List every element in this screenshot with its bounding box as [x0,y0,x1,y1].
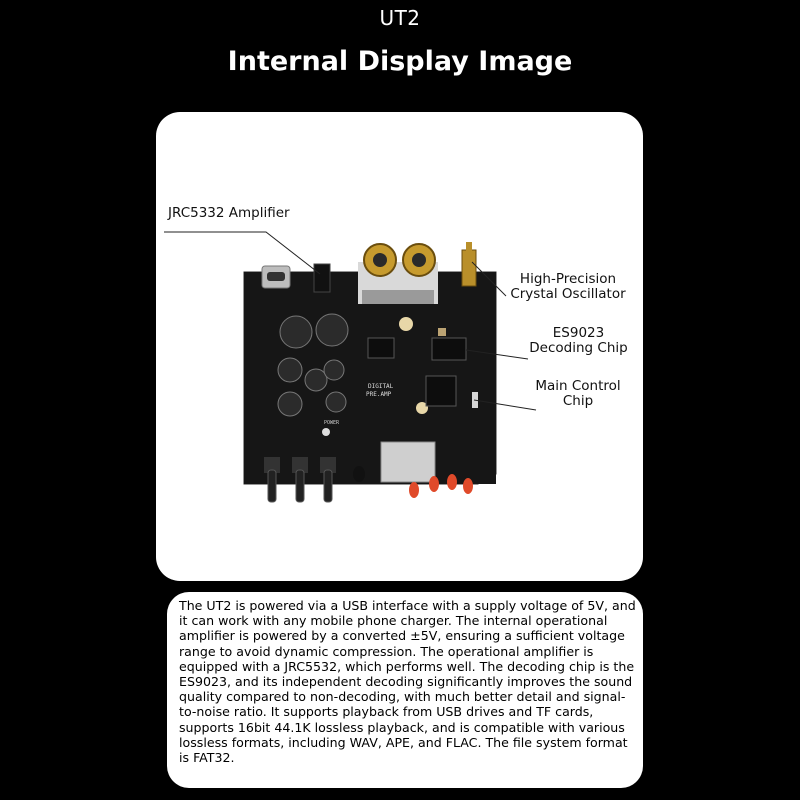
callout-decoder-line2: Decoding Chip [529,340,628,356]
silkscreen-preamp: PRE.AMP [366,391,392,398]
callout-decoder: ES9023 Decoding Chip [526,326,631,356]
silkscreen-digital: DIGITAL [368,383,394,390]
callout-oscillator: High-Precision Crystal Oscillator [508,272,628,302]
callout-control-line1: Main Control [535,378,621,394]
board-image-card: DIGITAL PRE.AMP POWER JRC5332 Amplifier … [156,112,643,581]
product-description: The UT2 is powered via a USB interface w… [179,598,636,766]
callout-oscillator-line2: Crystal Oscillator [510,286,626,302]
callout-line-amplifier [164,231,321,275]
product-model-title: UT2 [379,6,421,30]
callout-control-chip: Main Control Chip [528,379,628,409]
callout-line-decoder [465,349,529,360]
callout-decoder-line1: ES9023 [552,325,605,341]
page-title: Internal Display Image [227,46,573,77]
callout-control-line2: Chip [562,393,594,409]
callout-oscillator-line1: High-Precision [519,271,617,287]
callout-line-control [473,399,537,411]
silkscreen-power: POWER [324,420,340,426]
callout-line-oscillator [471,261,507,297]
callout-amplifier: JRC5332 Amplifier [168,205,290,221]
description-card: The UT2 is powered via a USB interface w… [167,592,643,788]
circuit-board-illustration: DIGITAL PRE.AMP POWER [164,231,537,503]
